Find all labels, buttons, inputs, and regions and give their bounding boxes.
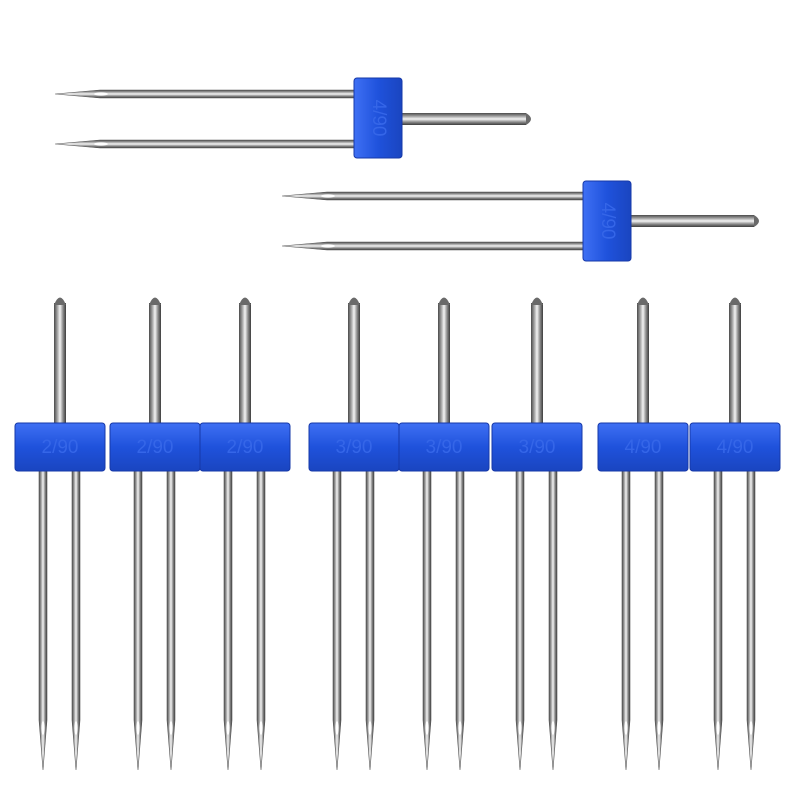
needle-shank	[637, 303, 649, 433]
needle-shank	[239, 303, 251, 433]
twin-needle: 3/90	[398, 297, 490, 771]
horizontal-needles-group: 4/90 4/90	[54, 77, 759, 262]
needle-eye	[425, 721, 429, 735]
shank-tip	[729, 297, 741, 305]
needle-shank	[149, 303, 161, 433]
needle-eye	[259, 721, 263, 735]
needle-eye	[41, 721, 45, 735]
needle-eye	[321, 244, 335, 248]
needle-size-label: 2/90	[42, 437, 79, 458]
needle-clamp	[491, 422, 583, 472]
needle-eye	[624, 721, 628, 735]
needle-size-label: 3/90	[519, 437, 556, 458]
needle-size-label: 2/90	[227, 437, 264, 458]
shank-tip	[239, 297, 251, 305]
needle-shank	[348, 303, 360, 433]
needle-clamp	[597, 422, 689, 472]
needle-size-label: 3/90	[336, 437, 373, 458]
shank-tip	[438, 297, 450, 305]
shank-tip	[531, 297, 543, 305]
needle-eye	[518, 721, 522, 735]
needle-size-label: 4/90	[717, 437, 754, 458]
needle-shank	[394, 113, 526, 125]
needle-eye	[335, 721, 339, 735]
needle-clamp	[398, 422, 490, 472]
needle-eye	[226, 721, 230, 735]
needle-eye	[657, 721, 661, 735]
twin-needle: 2/90	[14, 297, 106, 771]
needle-eye	[749, 721, 753, 735]
needle-size-label: 3/90	[426, 437, 463, 458]
needle-shank	[531, 303, 543, 433]
shank-tip	[637, 297, 649, 305]
needle-eye	[321, 194, 335, 198]
twin-needle: 4/90	[689, 297, 781, 771]
needle-clamp	[582, 180, 632, 262]
needle-size-label: 4/90	[368, 100, 389, 137]
needle-size-label: 2/90	[137, 437, 174, 458]
needle-clamp	[353, 77, 403, 159]
needle-clamp	[14, 422, 106, 472]
needle-clamp	[199, 422, 291, 472]
twin-needle: 2/90	[199, 297, 291, 771]
needle-eye	[551, 721, 555, 735]
needle-eye	[94, 142, 108, 146]
twin-needle: 3/90	[491, 297, 583, 771]
needle-eye	[716, 721, 720, 735]
needle-eye	[74, 721, 78, 735]
needle-shank	[54, 303, 66, 433]
twin-needle: 4/90	[281, 180, 759, 262]
shank-tip	[54, 297, 66, 305]
shank-tip	[754, 215, 759, 227]
vertical-needles-group: 2/90 2/90 2/90 3/90 3/90 3/90 4/90 4/90	[14, 297, 781, 771]
needle-shank	[623, 215, 754, 227]
twin-needle: 4/90	[54, 77, 531, 159]
needle-eye	[169, 721, 173, 735]
needle-shank	[438, 303, 450, 433]
shank-tip	[149, 297, 161, 305]
needle-size-label: 4/90	[625, 437, 662, 458]
shank-tip	[526, 113, 531, 125]
needle-eye	[136, 721, 140, 735]
needle-eye	[368, 721, 372, 735]
needle-eye	[94, 92, 108, 96]
shank-tip	[348, 297, 360, 305]
twin-needle: 4/90	[597, 297, 689, 771]
needle-size-label: 4/90	[597, 203, 618, 240]
needle-eye	[458, 721, 462, 735]
twin-needle: 3/90	[308, 297, 400, 771]
needle-clamp	[689, 422, 781, 472]
twin-needle: 2/90	[109, 297, 201, 771]
needle-shank	[729, 303, 741, 433]
